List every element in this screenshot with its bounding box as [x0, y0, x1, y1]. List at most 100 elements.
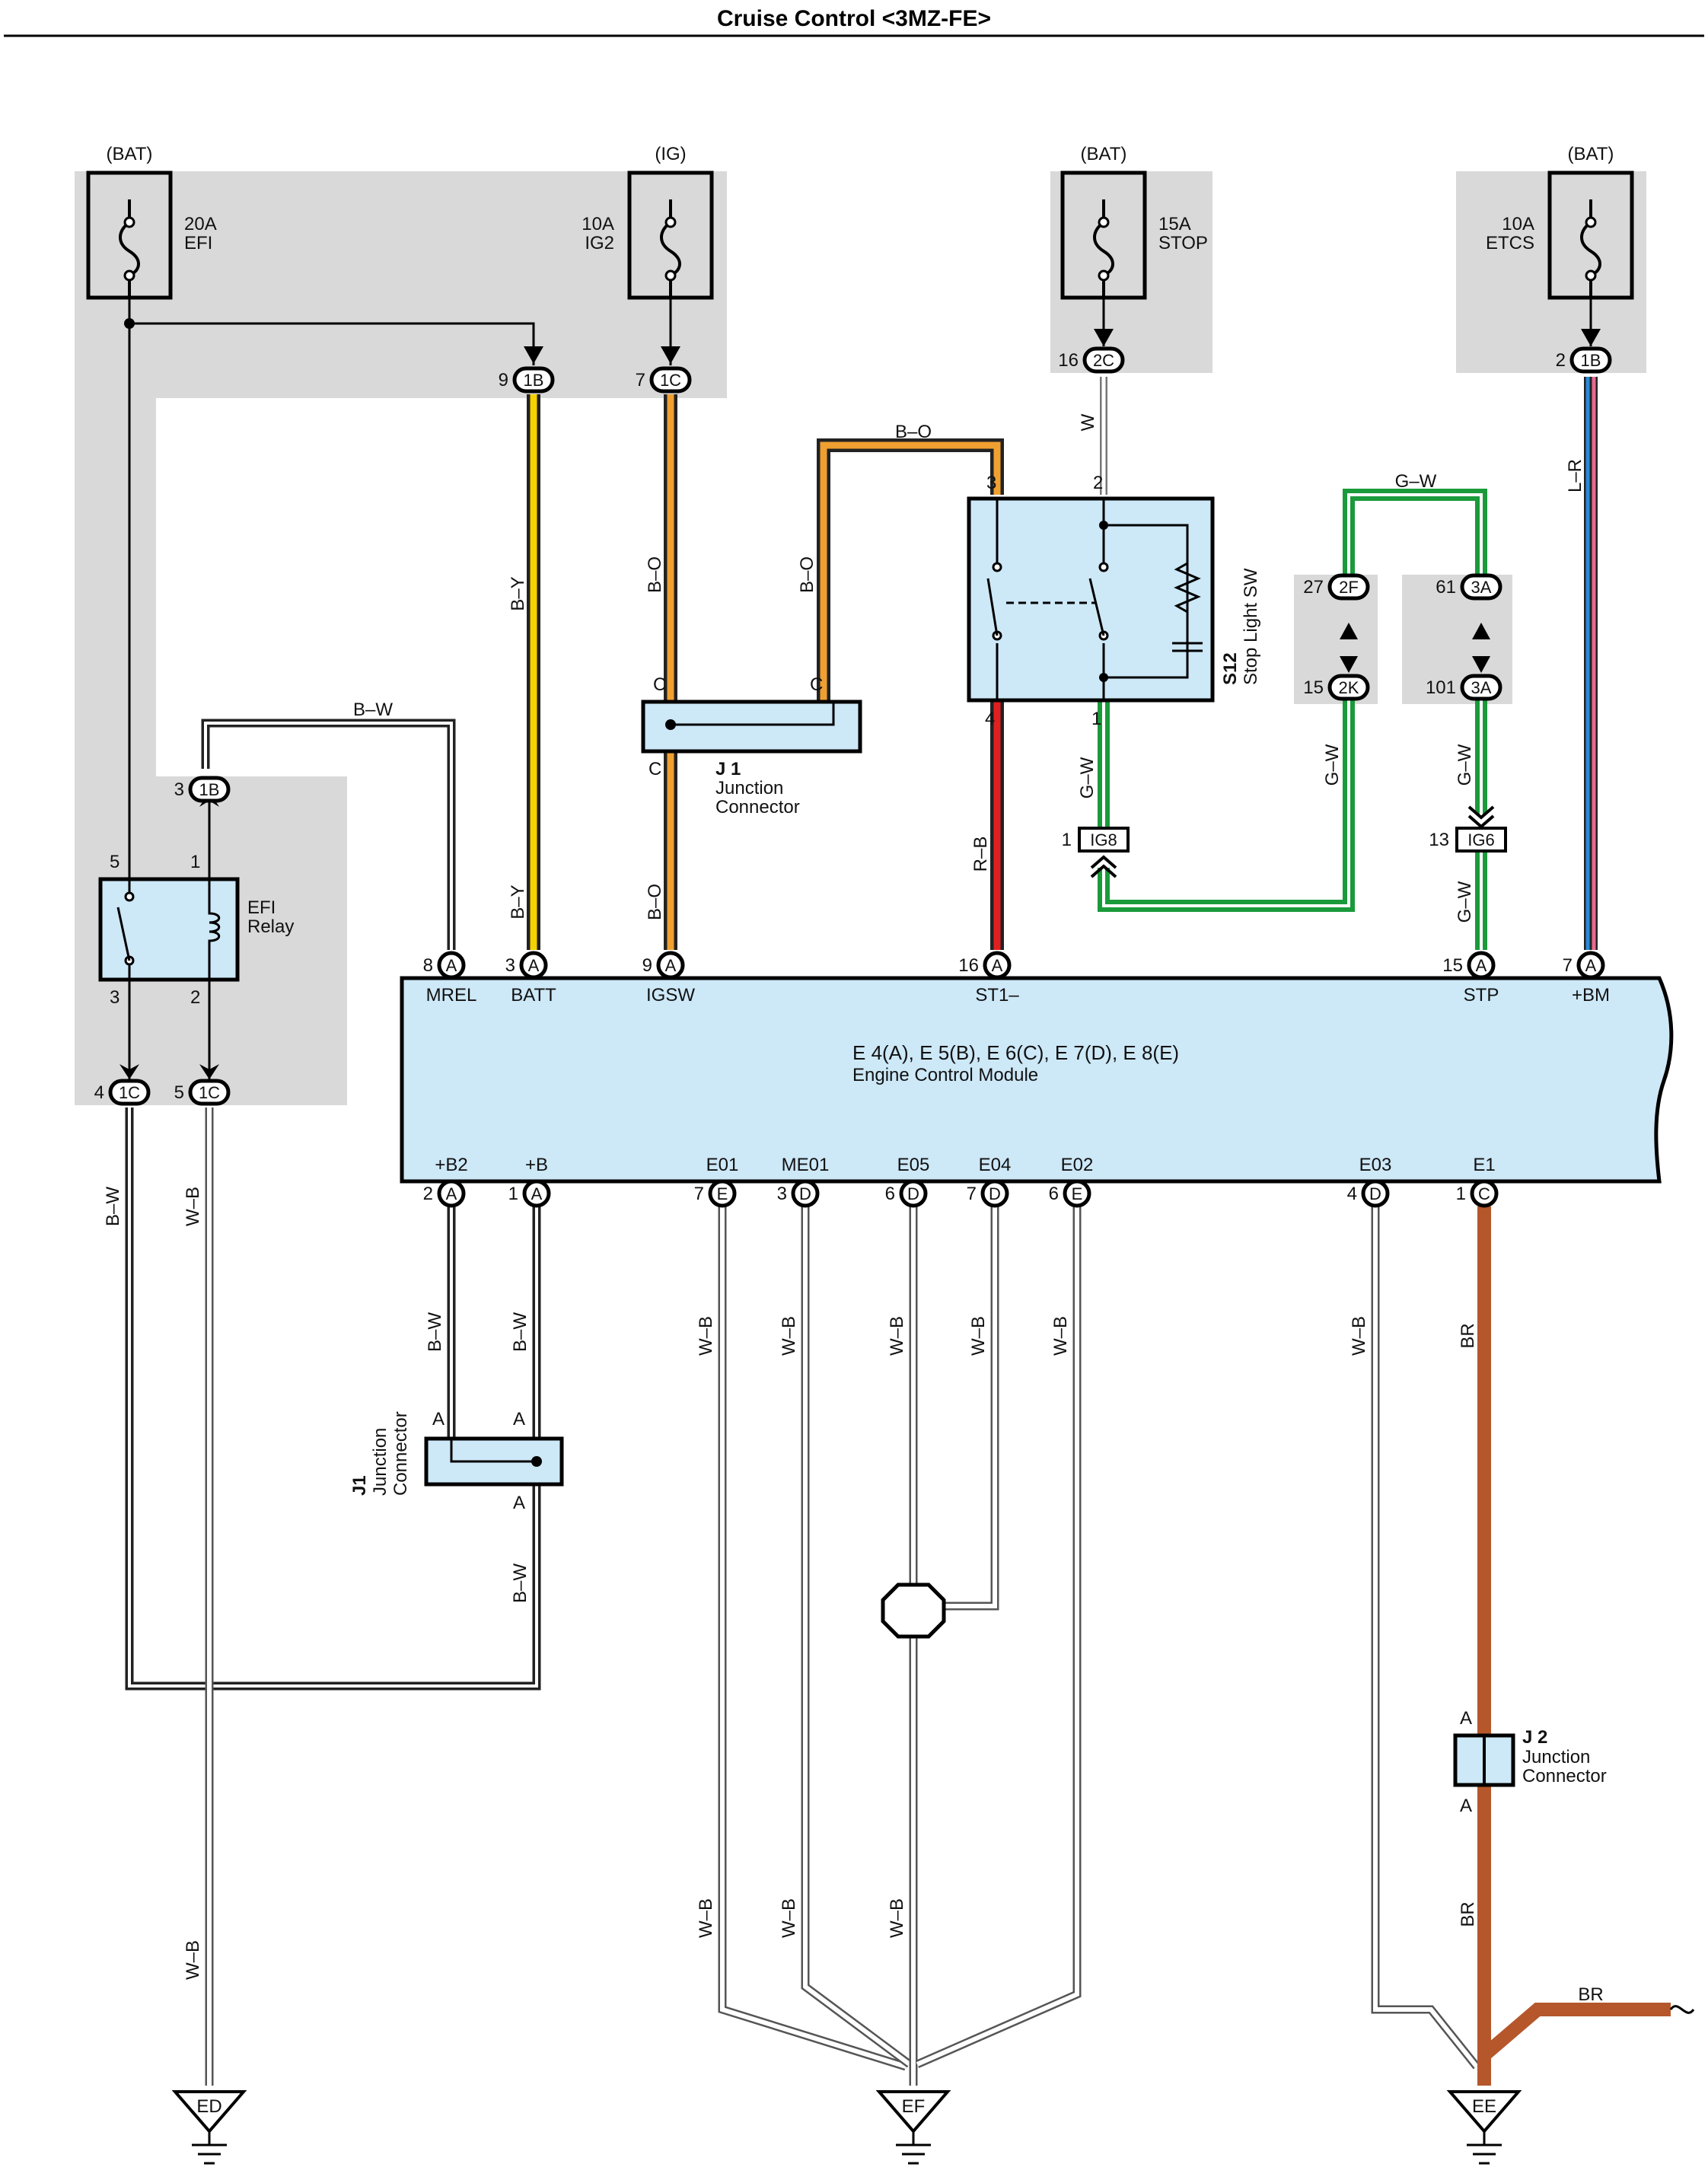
wire-label: G–W: [1455, 881, 1475, 923]
svg-text:STP: STP: [1464, 985, 1499, 1006]
svg-text:2: 2: [1556, 350, 1566, 371]
wire-label: B–W: [510, 1312, 531, 1352]
svg-text:Connector: Connector: [1522, 1766, 1607, 1786]
ecm-connectors: E 4(A), E 5(B), E 6(C), E 7(D), E 8(E): [852, 1041, 1179, 1064]
svg-text:2K: 2K: [1339, 678, 1359, 697]
efi-relay: 5 1 3 2 EFI Relay: [98, 852, 294, 1081]
fuse-stop: (BAT) 15A STOP: [1060, 144, 1208, 300]
wire-label: B–W: [425, 1312, 445, 1352]
wire-g-w-ig8: [1098, 689, 1355, 912]
svg-text:D: D: [1369, 1184, 1381, 1203]
wire-label: W–B: [1050, 1316, 1071, 1356]
svg-text:E04: E04: [979, 1155, 1012, 1175]
fuse-symbol-icon: [1580, 199, 1601, 298]
svg-text:A: A: [1460, 1708, 1472, 1729]
wire-label: W–B: [183, 1940, 203, 1980]
fuse-stop-name: STOP: [1158, 233, 1208, 253]
connector-2k: [1327, 674, 1370, 701]
ecm-pin-bottom--b2: A2+B2: [423, 1155, 468, 1208]
svg-text:3A: 3A: [1471, 578, 1492, 597]
svg-text:A: A: [1585, 956, 1597, 975]
relay-coil-icon: [208, 879, 221, 980]
ecm-pin-bottom--b: A1+B: [508, 1155, 551, 1208]
wire-label: L–R: [1565, 459, 1585, 492]
fuse-symbol-icon: [119, 199, 140, 298]
fuse-symbol-icon: [660, 199, 681, 298]
engine-control-module: E 4(A), E 5(B), E 6(C), E 7(D), E 8(E) E…: [400, 951, 1674, 1208]
svg-text:Junction: Junction: [1522, 1747, 1590, 1767]
svg-text:1: 1: [508, 1184, 518, 1204]
svg-text:D: D: [907, 1184, 919, 1203]
stop-fuse-shade: [1050, 171, 1212, 373]
svg-text:A: A: [528, 956, 540, 975]
svg-text:E02: E02: [1061, 1155, 1094, 1175]
wire-label: B–O: [797, 556, 817, 593]
svg-text:2C: 2C: [1093, 351, 1114, 370]
svg-text:4: 4: [1347, 1184, 1357, 1204]
svg-text:IGSW: IGSW: [646, 985, 695, 1006]
wire-label: B–Y: [508, 576, 528, 610]
svg-text:A: A: [1460, 1796, 1472, 1816]
svg-text:J 2: J 2: [1522, 1727, 1547, 1748]
ground-icon: [896, 2131, 931, 2165]
fuse-ig2-source: (IG): [655, 144, 686, 164]
svg-text:4: 4: [94, 1082, 104, 1103]
fuse-ig2: (IG) 10A IG2: [582, 144, 714, 300]
svg-text:15: 15: [1303, 677, 1324, 698]
svg-text:3: 3: [777, 1184, 787, 1204]
svg-text:A: A: [446, 956, 457, 975]
ground-icon: [192, 2131, 227, 2165]
svg-text:6: 6: [1049, 1184, 1059, 1204]
wire-label: BR: [1458, 1901, 1478, 1927]
connector-arrow-icon: [1467, 805, 1495, 829]
svg-text:J 1: J 1: [715, 759, 741, 779]
svg-text:2F: 2F: [1339, 578, 1359, 597]
resistor-icon: [1174, 556, 1201, 618]
wire-label: W–B: [696, 1316, 716, 1356]
svg-text:1: 1: [1062, 830, 1072, 850]
svg-text:9: 9: [499, 370, 508, 390]
svg-text:A: A: [513, 1409, 525, 1429]
svg-text:61: 61: [1436, 577, 1456, 598]
svg-text:E05: E05: [897, 1155, 930, 1175]
svg-text:1: 1: [190, 852, 200, 872]
svg-text:13: 13: [1429, 830, 1449, 850]
svg-text:C: C: [810, 674, 823, 695]
svg-text:Relay: Relay: [247, 916, 294, 937]
svg-text:C: C: [1478, 1184, 1490, 1203]
ground-ed: ED: [171, 2090, 247, 2165]
wire-label: R–B: [970, 837, 991, 872]
svg-text:2: 2: [190, 987, 200, 1008]
svg-text:A: A: [1476, 956, 1487, 975]
svg-text:7: 7: [1563, 955, 1573, 976]
connector-3a-101: [1460, 674, 1502, 701]
svg-text:6: 6: [885, 1184, 895, 1204]
connector-2c: [1082, 346, 1125, 374]
fuse-efi: (BAT) 20A EFI: [86, 144, 217, 300]
svg-text:ME01: ME01: [782, 1155, 830, 1175]
fuse-symbol-icon: [1093, 199, 1114, 298]
wire-label: BR: [1458, 1323, 1478, 1348]
svg-text:3: 3: [505, 955, 515, 976]
ecm-bottom-pins: A2+B2A1+BE7E01D3ME01D6E05D7E04E6E02D4E03…: [423, 1155, 1499, 1208]
svg-text:IG8: IG8: [1090, 830, 1117, 849]
fuse-ig2-name: IG2: [585, 233, 614, 253]
svg-text:7: 7: [967, 1184, 977, 1204]
ground-ef: EF: [875, 2090, 951, 2165]
svg-text:3A: 3A: [1471, 678, 1492, 697]
svg-text:27: 27: [1303, 577, 1324, 598]
connector-arrow-icon: [1090, 855, 1117, 878]
wire-label: W–B: [183, 1187, 203, 1226]
wire-label: G–W: [1455, 744, 1475, 786]
ecm-name: Engine Control Module: [852, 1065, 1038, 1085]
svg-text:A: A: [665, 956, 677, 975]
svg-text:Junction: Junction: [715, 778, 783, 798]
svg-text:E: E: [1072, 1184, 1083, 1203]
